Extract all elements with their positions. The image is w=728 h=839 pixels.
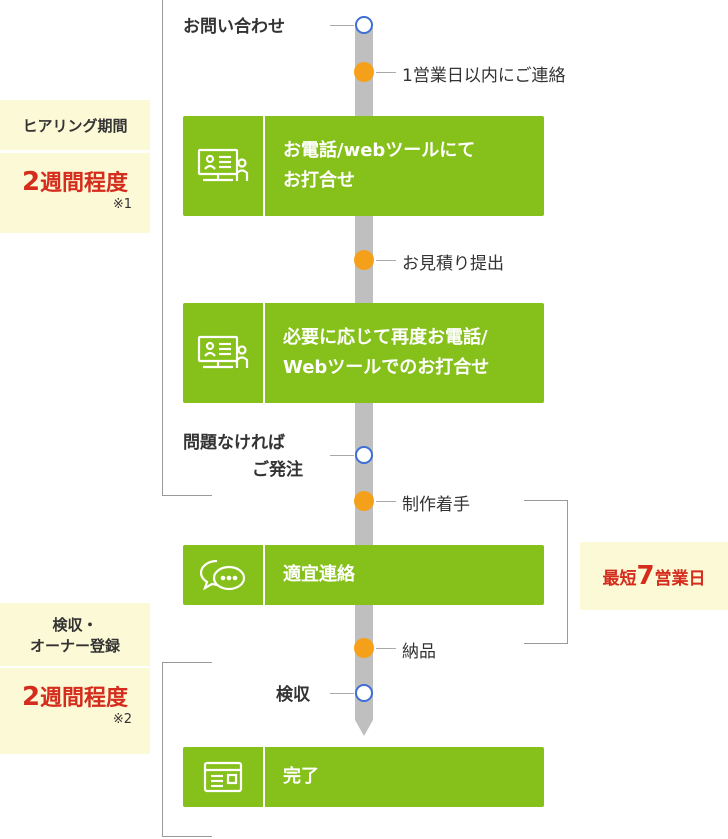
inquiry-label: お問い合わせ — [183, 17, 285, 37]
estimate-label: お見積り提出 — [402, 254, 504, 274]
delivery-node — [354, 638, 374, 658]
step-regular-contact: 適宜連絡 — [183, 545, 544, 605]
hearing-period-duration: 2週間程度 — [21, 167, 129, 197]
step-complete-label: 完了 — [283, 766, 319, 787]
step-phone-meeting: お電話/webツールにて お打合せ — [183, 116, 544, 216]
hearing-period-note: ※1 — [112, 197, 132, 212]
production-node — [354, 491, 374, 511]
step-phone-meeting-line2: お打合せ — [283, 170, 355, 191]
step-divider — [263, 303, 265, 403]
order-label-line1: 問題なければ — [183, 433, 285, 453]
hearing-bracket — [162, 0, 212, 496]
hearing-period-title: ヒアリング期間 — [22, 117, 128, 135]
inspection-bracket — [162, 662, 212, 837]
step-phone-meeting-line1: お電話/webツールにて — [283, 140, 476, 161]
hearing-period-box: ヒアリング期間 2週間程度 ※1 — [0, 100, 150, 233]
inspection-label: 検収 — [276, 685, 310, 705]
inquiry-tick — [330, 25, 354, 26]
inspection-period-box: 検収・ オーナー登録 2週間程度 ※2 — [0, 603, 150, 754]
step-complete: 完了 — [183, 747, 544, 807]
estimate-node — [354, 250, 374, 270]
reply-label: 1営業日以内にご連絡 — [402, 66, 566, 86]
step-divider — [263, 545, 265, 605]
production-bracket — [524, 500, 568, 644]
web-meeting-icon — [183, 303, 263, 403]
web-page-icon — [183, 747, 263, 807]
order-tick — [330, 455, 354, 456]
production-period-suffix: 営業日 — [654, 568, 706, 589]
chat-bubble-icon — [183, 545, 263, 605]
production-label: 制作着手 — [402, 495, 470, 515]
timeline-arrow — [355, 720, 373, 736]
step-additional-meeting-line2: Webツールでのお打合せ — [283, 357, 490, 378]
production-period-num: 7 — [636, 561, 655, 591]
reply-node — [354, 62, 374, 82]
step-additional-meeting-line1: 必要に応じて再度お電話/ — [283, 327, 488, 348]
inspection-period-duration: 2週間程度 — [21, 682, 129, 712]
step-additional-meeting: 必要に応じて再度お電話/ Webツールでのお打合せ — [183, 303, 544, 403]
inspection-node — [355, 684, 373, 702]
order-node — [355, 446, 373, 464]
estimate-tick — [376, 260, 396, 261]
delivery-label: 納品 — [402, 642, 436, 662]
step-divider — [263, 116, 265, 216]
step-regular-contact-label: 適宜連絡 — [283, 564, 355, 585]
inspection-period-title-line2: オーナー登録 — [29, 637, 120, 655]
production-period-prefix: 最短 — [602, 568, 637, 589]
delivery-tick — [376, 648, 396, 649]
order-label-line2: ご発注 — [252, 460, 303, 480]
reply-tick — [376, 72, 396, 73]
inquiry-node — [355, 16, 373, 34]
production-tick — [376, 501, 396, 502]
step-divider — [263, 747, 265, 807]
web-meeting-icon — [183, 116, 263, 216]
inspection-tick — [330, 693, 354, 694]
inspection-period-title-line1: 検収・ — [52, 616, 98, 634]
inspection-period-note: ※2 — [112, 712, 132, 727]
